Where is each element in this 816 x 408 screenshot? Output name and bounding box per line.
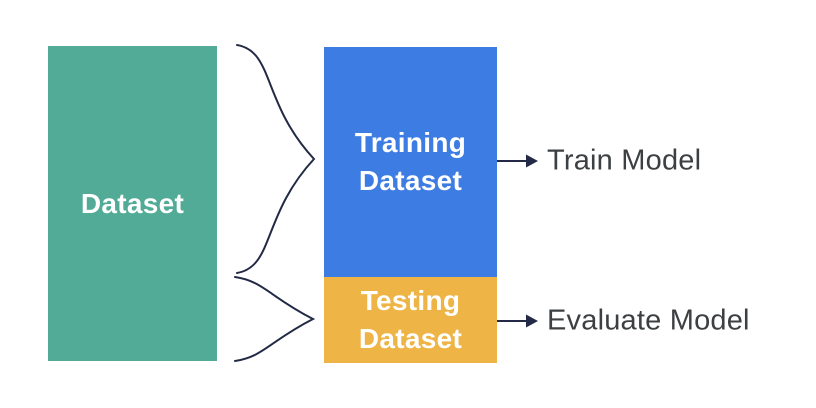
evaluate-model-arrow-icon <box>497 314 538 328</box>
split-brace-testing-icon <box>234 276 316 362</box>
dataset-box-label: Dataset <box>80 187 185 219</box>
evaluate-model-label: Evaluate Model <box>547 304 750 337</box>
testing-dataset-box: Testing Dataset <box>324 277 497 363</box>
split-brace-training-icon <box>236 44 316 274</box>
train-model-arrow-icon <box>497 154 538 168</box>
training-dataset-label-line1: Training <box>354 127 467 158</box>
train-model-arrow-head <box>526 154 538 168</box>
training-dataset-label-line2: Dataset <box>358 165 463 196</box>
train-model-label: Train Model <box>547 144 702 177</box>
testing-dataset-label-line1: Testing <box>360 285 461 316</box>
training-dataset-box: Training Dataset <box>324 47 497 277</box>
testing-dataset-label-line2: Dataset <box>358 323 463 354</box>
evaluate-model-arrow-head <box>526 314 538 328</box>
dataset-box: Dataset <box>48 46 217 361</box>
